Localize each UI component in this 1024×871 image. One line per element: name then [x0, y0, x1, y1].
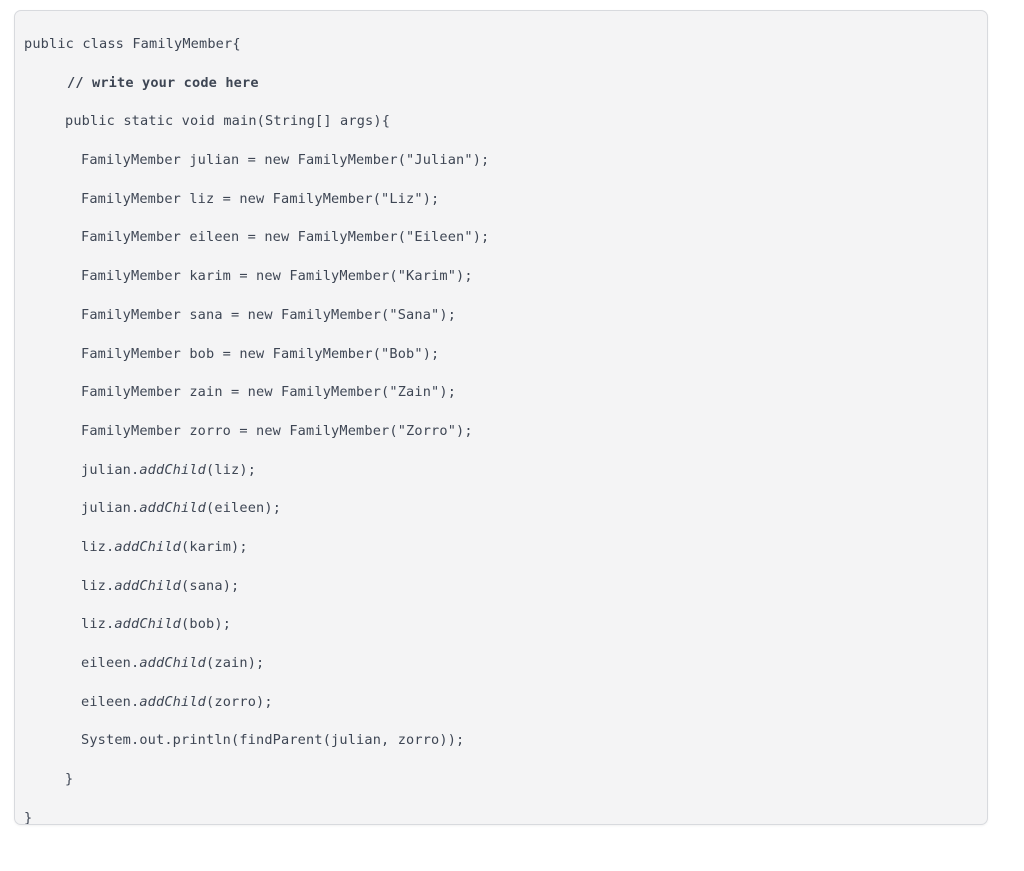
code-token-args: (zorro);: [206, 693, 273, 710]
code-token-receiver: julian.: [81, 461, 140, 478]
code-editor-content[interactable]: public class FamilyMember{ // write your …: [15, 11, 987, 824]
code-token-method: addChild: [139, 500, 207, 517]
code-token-method: addChild: [114, 577, 182, 594]
code-token-method: addChild: [139, 693, 207, 710]
code-token-args: (sana);: [181, 577, 240, 594]
code-token-receiver: liz.: [81, 538, 115, 555]
code-line: FamilyMember eileen = new FamilyMember("…: [81, 229, 490, 246]
code-line: FamilyMember karim = new FamilyMember("K…: [81, 268, 473, 285]
code-line: // write your code here: [67, 74, 259, 91]
code-line: FamilyMember bob = new FamilyMember("Bob…: [81, 345, 440, 362]
code-token-receiver: eileen.: [81, 693, 140, 710]
code-line: System.out.println(findParent(julian, zo…: [81, 732, 465, 749]
code-token-receiver: liz.: [81, 616, 115, 633]
code-block[interactable]: public class FamilyMember{ // write your …: [14, 10, 988, 825]
code-line: eileen.addChild(zain);: [24, 644, 977, 683]
code-line: liz.addChild(sana);: [24, 567, 977, 606]
code-line: julian.addChild(eileen);: [24, 489, 977, 528]
code-token-method: addChild: [114, 616, 182, 633]
code-line: liz.addChild(karim);: [24, 528, 977, 567]
code-token-receiver: liz.: [81, 577, 115, 594]
code-line: FamilyMember zorro = new FamilyMember("Z…: [81, 422, 473, 439]
code-token-args: (eileen);: [206, 500, 282, 517]
code-line: }: [65, 771, 74, 788]
code-token-args: (karim);: [181, 538, 248, 555]
code-token-method: addChild: [114, 538, 182, 555]
code-token-args: (zain);: [206, 655, 265, 671]
code-token-receiver: julian.: [81, 500, 140, 517]
code-line: public class FamilyMember{: [24, 36, 241, 52]
code-line: }: [24, 809, 33, 825]
code-line: FamilyMember sana = new FamilyMember("Sa…: [81, 306, 457, 323]
code-token-args: (bob);: [181, 616, 232, 633]
code-token-method: addChild: [139, 655, 207, 671]
code-line: FamilyMember zain = new FamilyMember("Za…: [81, 384, 457, 401]
code-token-args: (liz);: [206, 461, 257, 478]
code-line: FamilyMember liz = new FamilyMember("Liz…: [81, 190, 440, 207]
code-line: eileen.addChild(zorro);: [24, 683, 977, 722]
code-line: liz.addChild(bob);: [24, 605, 977, 644]
code-token-receiver: eileen.: [81, 655, 140, 671]
code-line: julian.addChild(liz);: [24, 451, 977, 490]
code-line: public static void main(String[] args){: [65, 113, 391, 130]
code-line: FamilyMember julian = new FamilyMember("…: [81, 152, 490, 169]
code-token-method: addChild: [139, 461, 207, 478]
